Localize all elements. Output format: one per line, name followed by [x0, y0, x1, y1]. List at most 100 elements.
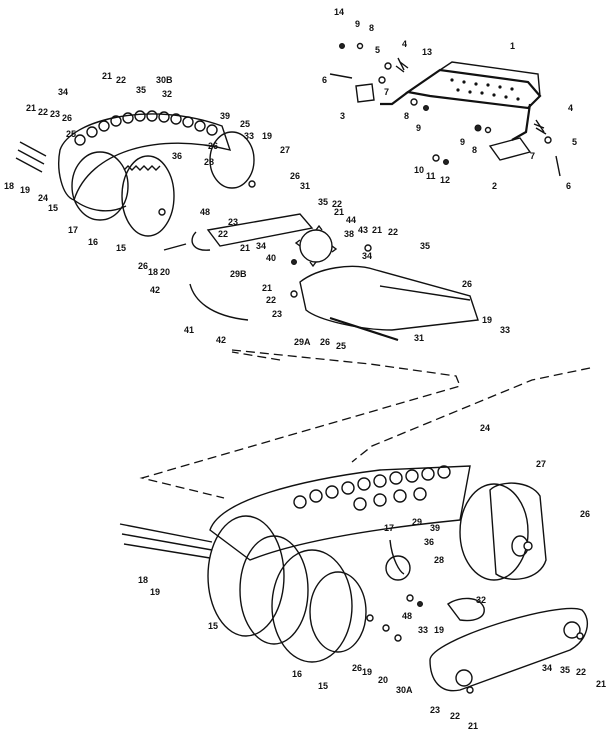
lower-drive-assembly: [119, 465, 589, 694]
part-callout: 32: [162, 89, 173, 99]
handle-assembly: [329, 42, 561, 177]
part-callout: 17: [68, 225, 79, 235]
part-callout: 27: [280, 145, 291, 155]
part-callout: 19: [20, 185, 31, 195]
part-callout: 34: [256, 241, 267, 251]
part-callout: 17: [384, 523, 395, 533]
part-callout: 18: [138, 575, 149, 585]
part-callout: 34: [362, 251, 373, 261]
part-callout: 19: [150, 587, 161, 597]
part-callout: 39: [220, 111, 231, 121]
part-callout: 38: [344, 229, 355, 239]
part-callout: 35: [136, 85, 147, 95]
part-callout: 15: [116, 243, 127, 253]
part-callout: 42: [216, 335, 227, 345]
part-callout: 21: [468, 721, 479, 731]
part-callout: 23: [50, 109, 61, 119]
part-callout: 28: [204, 157, 215, 167]
part-callout: 6: [566, 181, 572, 191]
part-callout: 35: [560, 665, 571, 675]
part-callout: 26: [290, 171, 301, 181]
part-callout: 48: [402, 611, 413, 621]
part-callout: 35: [318, 197, 329, 207]
part-callout: 31: [414, 333, 425, 343]
part-callout: 15: [208, 621, 219, 631]
part-callout: 28: [434, 555, 445, 565]
part-callout: 34: [58, 87, 69, 97]
part-callout: 26: [208, 141, 219, 151]
part-callout: 31: [300, 181, 311, 191]
part-callout: 43: [358, 225, 369, 235]
part-callout: 3: [340, 111, 346, 121]
part-callout: 42: [150, 285, 161, 295]
part-callout: 9: [416, 123, 422, 133]
part-callout: 22: [218, 229, 229, 239]
part-callout: 7: [530, 151, 536, 161]
part-callout: 22: [332, 199, 343, 209]
part-callout: 15: [318, 681, 329, 691]
part-callout: 34: [542, 663, 553, 673]
part-callout: 4: [568, 103, 574, 113]
dashed-leader: [139, 349, 591, 499]
part-callout: 35: [420, 241, 431, 251]
part-callout: 14: [334, 7, 345, 17]
part-callout: 26: [62, 113, 73, 123]
part-callout: 9: [355, 19, 361, 29]
part-callout: 18: [148, 267, 159, 277]
part-callout: 19: [434, 625, 445, 635]
part-callout: 30B: [156, 75, 173, 85]
part-callout: 22: [266, 295, 277, 305]
part-callout: 6: [322, 75, 328, 85]
part-callout: 15: [48, 203, 59, 213]
part-callout: 39: [430, 523, 441, 533]
part-callout: 24: [480, 423, 491, 433]
part-callout: 1: [510, 41, 516, 51]
part-callout: 7: [384, 87, 390, 97]
part-callout: 12: [440, 175, 451, 185]
part-callout: 21: [262, 283, 273, 293]
part-callout: 27: [536, 459, 547, 469]
part-callout: 29: [412, 517, 423, 527]
part-callout: 26: [320, 337, 331, 347]
part-callout: 21: [372, 225, 383, 235]
part-callout: 9: [460, 137, 466, 147]
part-callout: 18: [4, 181, 15, 191]
part-callout: 10: [414, 165, 425, 175]
part-callout: 44: [346, 215, 357, 225]
part-callout: 2: [492, 181, 498, 191]
part-callout: 11: [426, 171, 436, 181]
part-callout: 21: [26, 103, 37, 113]
part-callout: 25: [336, 341, 347, 351]
part-callout: 26: [138, 261, 149, 271]
part-callout: 29A: [294, 337, 311, 347]
part-callout: 20: [378, 675, 389, 685]
part-callout: 8: [369, 23, 375, 33]
part-callout: 21: [596, 679, 607, 689]
part-callout: 8: [404, 111, 410, 121]
part-callout: 16: [88, 237, 99, 247]
part-callout: 21: [240, 243, 251, 253]
part-callout: 19: [482, 315, 493, 325]
part-callout: 19: [262, 131, 273, 141]
part-callout: 22: [576, 667, 587, 677]
part-callout: 24: [38, 193, 49, 203]
part-callout: 33: [500, 325, 511, 335]
part-callout: 41: [184, 325, 195, 335]
part-callout: 30A: [396, 685, 413, 695]
part-callout: 21: [334, 207, 345, 217]
part-callout: 22: [38, 107, 49, 117]
part-callout: 23: [228, 217, 239, 227]
part-callout: 23: [272, 309, 283, 319]
part-callout: 33: [244, 131, 255, 141]
part-callout: 48: [200, 207, 211, 217]
part-callout: 29B: [230, 269, 247, 279]
part-callout: 4: [402, 39, 408, 49]
part-callout: 5: [375, 45, 381, 55]
part-callout: 21: [102, 71, 113, 81]
part-callout: 20: [160, 267, 171, 277]
part-callout: 22: [388, 227, 399, 237]
part-callout: 22: [116, 75, 127, 85]
part-callout: 5: [572, 137, 578, 147]
